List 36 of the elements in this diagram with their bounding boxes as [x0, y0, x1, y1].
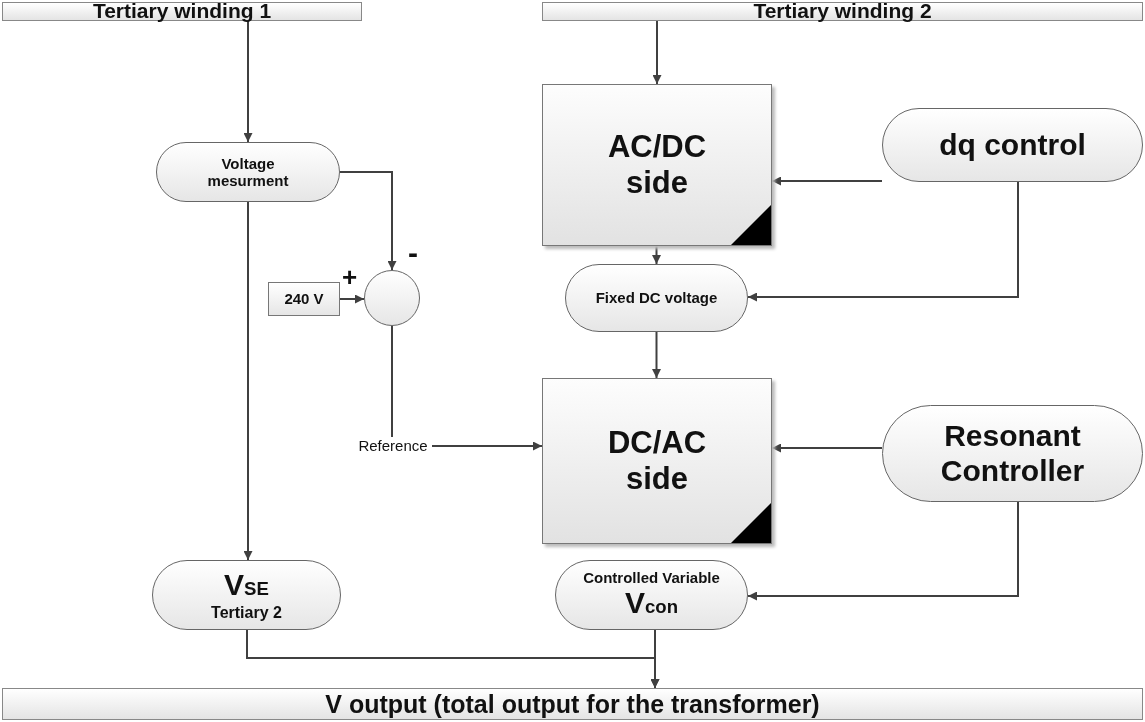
output-bar	[2, 688, 1143, 720]
connector-arrow	[771, 176, 883, 186]
process-pill	[156, 142, 340, 202]
connector-arrow	[747, 501, 1019, 601]
node-text: Tertiary 2	[211, 604, 282, 623]
connector-arrow	[771, 443, 883, 453]
node-text: dq control	[939, 127, 1086, 163]
summing-junction-circle	[364, 270, 420, 326]
node-text: Fixed DC voltage	[595, 289, 718, 307]
connector-arrow	[431, 441, 543, 451]
input-box	[268, 282, 340, 316]
node-text: DC/AC side	[606, 425, 708, 497]
converter-block	[542, 378, 772, 544]
connector-arrow	[747, 181, 1019, 302]
node-text: AC/DC side	[606, 129, 708, 201]
connector-arrow	[652, 331, 661, 379]
reference-text: Reference	[358, 437, 428, 455]
node-text: 240 V	[284, 290, 324, 308]
node-text: Tertiary winding 1	[92, 0, 272, 24]
node-text: V output (total output for the transformer)	[325, 689, 820, 719]
header-bar	[542, 2, 1143, 21]
node-text: Controlled Variable	[583, 569, 720, 587]
header-bar	[2, 2, 362, 21]
connector-arrow	[243, 20, 253, 143]
connector-arrow	[650, 629, 660, 689]
plus-sign: +	[342, 264, 358, 290]
minus-sign: -	[408, 238, 418, 268]
connector-arrow	[652, 245, 661, 265]
node-text: Voltage mesurment	[206, 154, 290, 190]
converter-block	[542, 84, 772, 246]
connector-arrow	[243, 201, 253, 561]
node-text: Resonant Controller	[939, 419, 1086, 488]
connector-arrow	[339, 294, 365, 304]
connector-arrow	[339, 171, 397, 271]
node-text: Tertiary winding 2	[753, 0, 932, 24]
connector-arrow	[652, 20, 662, 85]
